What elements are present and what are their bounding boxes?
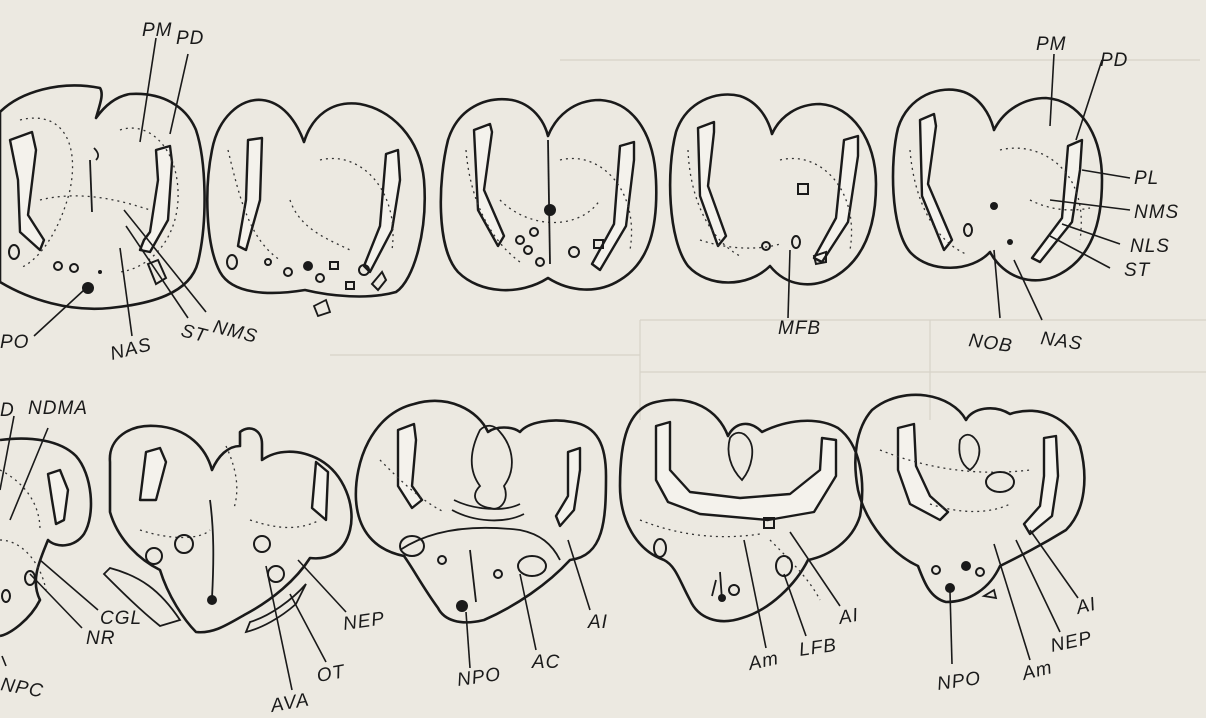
label-st-5: ST bbox=[1124, 260, 1151, 281]
section-4 bbox=[670, 95, 876, 285]
label-nms-5: NMS bbox=[1134, 202, 1179, 223]
label-ot: OT bbox=[315, 661, 347, 687]
label-npc: NPC bbox=[0, 674, 45, 702]
label-nas-1: NAS bbox=[108, 334, 154, 365]
label-pd-1: PD bbox=[176, 28, 204, 49]
label-pm-5: PM bbox=[1036, 34, 1067, 55]
label-npo-8: NPO bbox=[456, 664, 503, 691]
label-nep-10: NEP bbox=[1049, 628, 1095, 657]
label-ai-8: AI bbox=[587, 612, 608, 633]
label-cgl: CGL bbox=[100, 608, 142, 629]
section-6 bbox=[0, 439, 91, 636]
label-d: D bbox=[0, 400, 15, 421]
label-nob: NOB bbox=[967, 330, 1014, 357]
label-ai-9: AI bbox=[836, 605, 860, 629]
label-ava: AVA bbox=[268, 689, 311, 717]
labels: PM PD NMS ST NAS PO MFB PM PD PL NMS NLS… bbox=[0, 20, 1179, 717]
section-3 bbox=[441, 99, 656, 290]
label-nas-5: NAS bbox=[1039, 328, 1084, 355]
label-mfb: MFB bbox=[778, 318, 821, 339]
label-nls: NLS bbox=[1130, 236, 1170, 257]
label-am-9: Am bbox=[746, 648, 781, 675]
label-am-10: Am bbox=[1019, 657, 1055, 685]
section-5 bbox=[893, 90, 1102, 281]
label-pm-1: PM bbox=[142, 20, 173, 41]
label-pl: PL bbox=[1134, 168, 1159, 189]
label-lfb: LFB bbox=[798, 635, 838, 661]
label-st-1: ST bbox=[179, 320, 210, 347]
label-ac: AC bbox=[531, 652, 560, 673]
label-nms-1: NMS bbox=[211, 316, 260, 347]
section-8 bbox=[356, 401, 606, 622]
background-table-lines bbox=[330, 60, 1206, 420]
label-ndma: NDMA bbox=[28, 398, 88, 419]
label-pd-5: PD bbox=[1100, 50, 1128, 71]
label-nep-7: NEP bbox=[342, 608, 387, 635]
label-nr: NR bbox=[86, 628, 115, 649]
section-9 bbox=[620, 400, 862, 621]
label-po-1: PO bbox=[0, 332, 29, 353]
section-2 bbox=[207, 100, 424, 316]
label-npo-10: NPO bbox=[936, 668, 983, 695]
section-7 bbox=[104, 426, 352, 632]
label-ai-10: AI bbox=[1073, 594, 1098, 619]
section-10 bbox=[855, 395, 1084, 602]
